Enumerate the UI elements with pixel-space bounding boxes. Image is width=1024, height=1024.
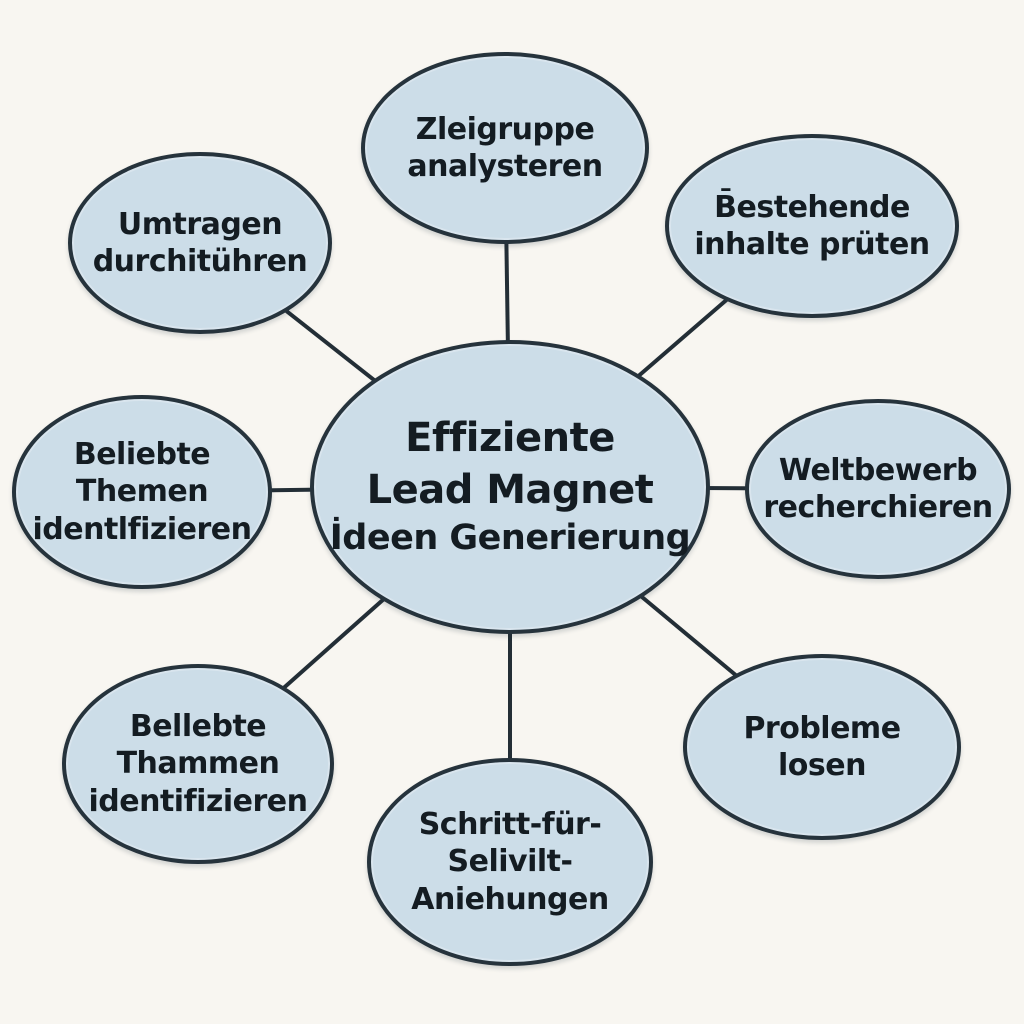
node-label-line: Umtragen (117, 206, 283, 242)
node-label-line: Aniehungen (411, 881, 609, 917)
node-label-line: Schritt-für- (418, 806, 602, 842)
node-label-line: analysteren (407, 149, 603, 184)
center-node-line: Effiziente (405, 415, 615, 462)
node-label-line: inhalte prüten (694, 227, 930, 262)
node-top-right: B̄estehende inhalte prüten (665, 134, 959, 318)
node-label-line: losen (778, 748, 866, 783)
center-node: Effiziente Lead Magnet İdeen Generierung (310, 340, 710, 634)
node-label-line: Themen (75, 474, 209, 510)
node-top: Zleigruppe analysteren (361, 52, 649, 244)
node-label-line: Thammen (116, 746, 280, 782)
node-bottom-right: Probleme losen (683, 654, 961, 840)
node-right: Weltbewerb recherchieren (745, 399, 1011, 579)
node-label-line: Probleme (743, 710, 901, 746)
node-bottom: Schritt-für- Selivilt- Aniehungen (367, 758, 653, 966)
center-node-line: Lead Magnet (366, 467, 654, 514)
node-label-line: recherchieren (763, 490, 993, 525)
node-label-line: Weltbewerb (778, 452, 978, 488)
node-top-left: Umtragen durchitühren (68, 152, 332, 334)
node-left: Beliebte Themen identlfizieren (12, 395, 272, 589)
node-label-line: durchitühren (92, 244, 308, 279)
node-label-line: Zleigruppe (415, 111, 595, 147)
node-label-line: B̄estehende (714, 189, 910, 225)
node-label-line: Selivilt- (447, 844, 573, 880)
node-label-line: Beliebte (73, 436, 211, 472)
center-node-line: İdeen Generierung (329, 518, 691, 559)
node-label-line: identifizieren (88, 783, 308, 819)
node-bottom-left: Bellebte Thammen identifizieren (62, 664, 334, 864)
node-label-line: Bellebte (129, 708, 267, 744)
node-label-line: identlfizieren (32, 511, 252, 547)
